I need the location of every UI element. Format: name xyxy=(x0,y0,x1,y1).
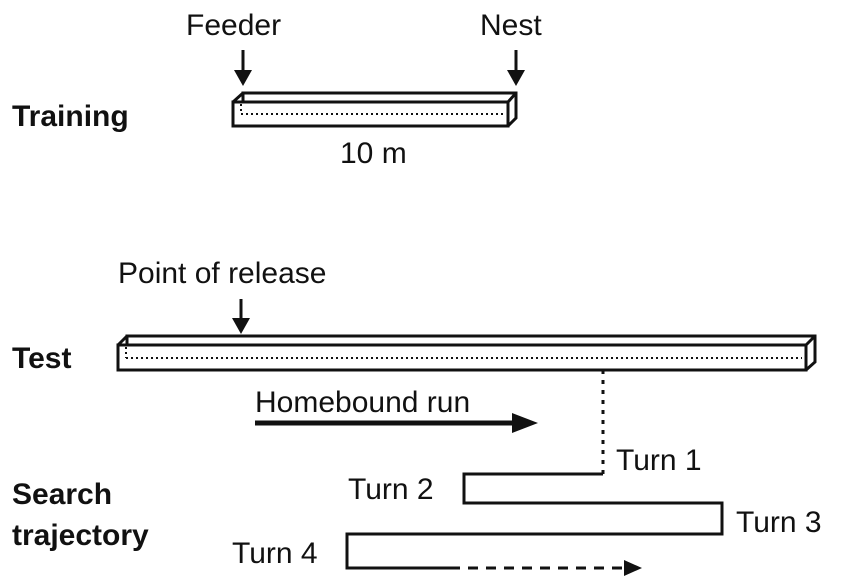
turn-3-label: Turn 3 xyxy=(736,506,822,539)
turn-2-label: Turn 2 xyxy=(348,473,434,506)
training-channel xyxy=(231,91,518,128)
turn-1-label: Turn 1 xyxy=(616,444,702,477)
test-section-label: Test xyxy=(12,342,71,375)
release-point-label: Point of release xyxy=(118,257,326,290)
training-section-label: Training xyxy=(12,100,129,133)
nest-label: Nest xyxy=(480,9,542,42)
release-arrow-icon xyxy=(232,299,250,334)
trajectory-end-arrow-icon xyxy=(624,560,642,576)
feeder-label: Feeder xyxy=(186,9,281,42)
search-trajectory-path xyxy=(345,370,724,576)
homebound-arrow-icon xyxy=(255,413,538,433)
turn-4-label: Turn 4 xyxy=(232,537,318,570)
nest-arrow-icon xyxy=(507,50,525,86)
feeder-arrow-icon xyxy=(234,50,252,86)
search-label-line2: trajectory xyxy=(12,519,149,552)
training-length-label: 10 m xyxy=(340,137,407,170)
homebound-run-label: Homebound run xyxy=(255,386,470,419)
test-channel xyxy=(116,334,817,372)
search-label-line1: Search xyxy=(12,478,112,511)
